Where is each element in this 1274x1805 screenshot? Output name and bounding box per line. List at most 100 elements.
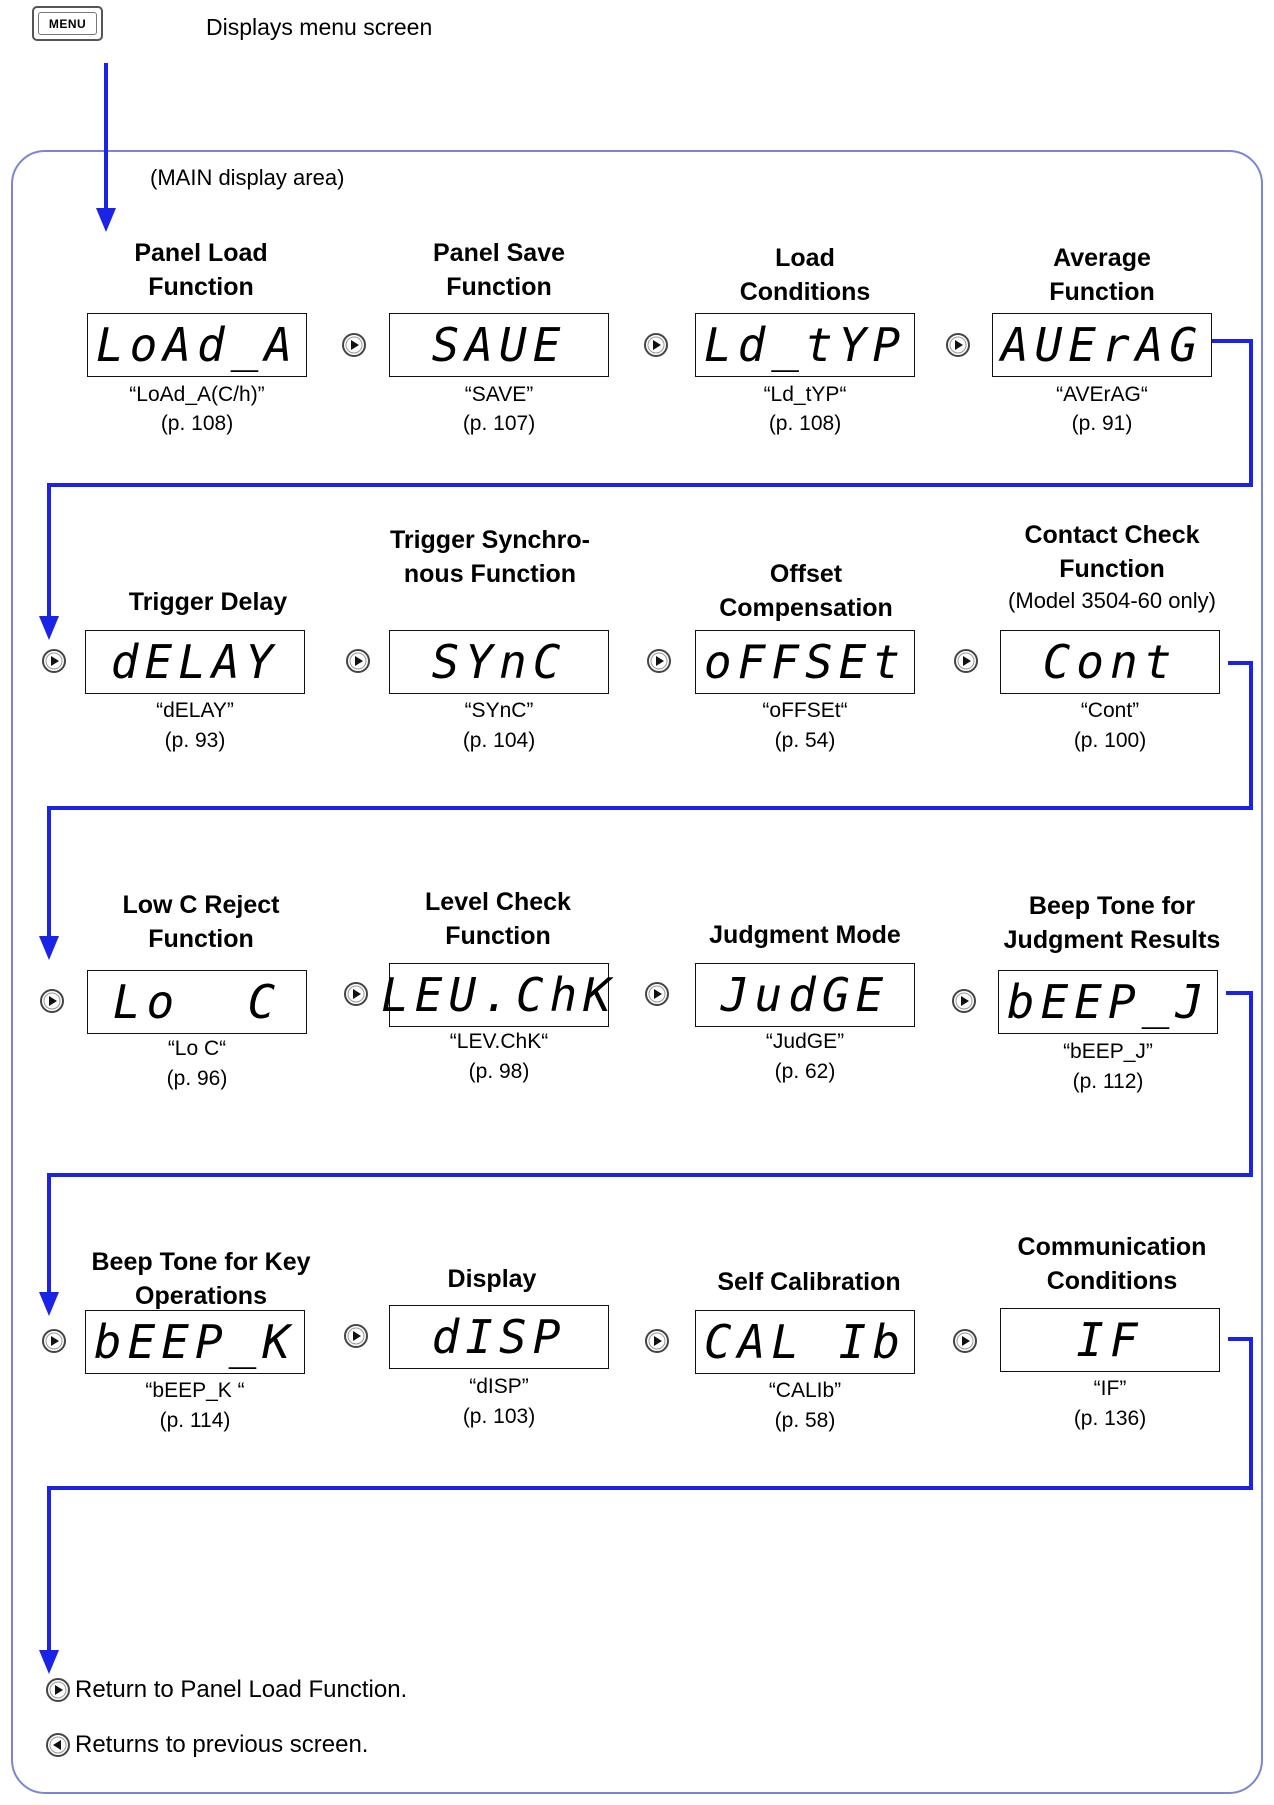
average-function-title: Average Function (962, 241, 1242, 309)
display-title: Display (352, 1262, 632, 1296)
lcd-display[interactable]: CAL Ib (695, 1310, 915, 1374)
offset-compensation-title: Offset Compensation (666, 557, 946, 625)
lcd-display[interactable]: LEU.ChK (381, 963, 617, 1027)
item-title-text: Beep Tone for Judgment Results (1003, 892, 1221, 954)
lcd-text: LEU.ChK (381, 968, 617, 1022)
item-code: “bEEP_J” (1063, 1040, 1153, 1063)
arrowhead-down (39, 616, 59, 640)
next-key-icon[interactable] (39, 988, 65, 1014)
item-page-ref: (p. 98) (468, 1060, 530, 1083)
arrowhead-down (39, 1650, 59, 1674)
next-key-icon[interactable] (345, 648, 371, 674)
next-key-icon[interactable] (341, 332, 367, 358)
item-code: “LoAd_A(C/h)” (129, 383, 265, 406)
next-key-icon[interactable] (41, 1328, 67, 1354)
panel-load-title: Panel Load Function (61, 236, 341, 304)
lcd-text: CAL Ib (703, 1315, 907, 1369)
item-title-text: Self Calibration (717, 1268, 901, 1296)
load-conditions-title: Load Conditions (665, 241, 945, 309)
lcd-display[interactable]: Cont (1000, 630, 1220, 694)
item-code: “SYnC” (464, 699, 534, 722)
lcd-text: bEEP_K (93, 1315, 297, 1369)
next-key-icon (46, 1678, 70, 1702)
item-title-text: Trigger Delay (128, 588, 288, 616)
menu-key[interactable]: MENU (32, 6, 103, 41)
item-code: “LEV.ChK“ (449, 1030, 549, 1053)
communication-conditions-title: Communication Conditions (972, 1230, 1252, 1298)
lcd-display[interactable]: LoAd_A (87, 313, 307, 377)
item-code: “JudGE” (765, 1030, 845, 1053)
next-key-icon[interactable] (945, 332, 971, 358)
lcd-display[interactable]: bEEP_K (85, 1310, 305, 1374)
item-code: “AVErAG“ (1056, 383, 1148, 406)
item-page-ref: (p. 114) (159, 1409, 231, 1432)
flow-row4-to-return (47, 1337, 1253, 1654)
item-code: “Lo C“ (167, 1037, 227, 1060)
item-title-text: Panel Save Function (432, 239, 566, 301)
menu-key-description: Displays menu screen (206, 14, 433, 40)
menu-key-label: MENU (38, 12, 97, 35)
item-code: “dISP” (469, 1375, 529, 1398)
legend-next-text: Return to Panel Load Function. (75, 1676, 408, 1703)
item-code: “dELAY” (156, 699, 234, 722)
item-title-text: Panel Load Function (134, 239, 268, 301)
item-page-ref: (p. 54) (774, 729, 836, 752)
trigger-sync-title: Trigger Synchro-nous Function (350, 523, 630, 591)
item-title-text: Display (447, 1265, 537, 1293)
lcd-text: oFFSEt (703, 635, 907, 689)
lcd-text: JudGE (720, 968, 890, 1022)
lcd-display[interactable]: bEEP_J (998, 970, 1218, 1034)
item-page-ref: (p. 107) (462, 412, 536, 435)
next-key-icon[interactable] (953, 648, 979, 674)
item-code: “Ld_tYP“ (763, 383, 847, 406)
item-title-text: Trigger Synchro-nous Function (389, 526, 591, 588)
panel-save-title: Panel Save Function (359, 236, 639, 304)
item-title-text: Low C Reject Function (122, 891, 280, 953)
item-title-text: Offset Compensation (719, 560, 893, 622)
next-key-icon[interactable] (646, 648, 672, 674)
item-code: “IF” (1093, 1377, 1127, 1400)
judgment-mode-title: Judgment Mode (665, 918, 945, 952)
next-key-icon[interactable] (644, 981, 670, 1007)
lcd-text: LoAd_A (95, 318, 299, 372)
trigger-delay-title: Trigger Delay (68, 585, 348, 619)
item-page-ref: (p. 100) (1073, 729, 1147, 752)
item-code: “SAVE” (464, 383, 534, 406)
arrowhead-down (39, 936, 59, 960)
lcd-display[interactable]: dELAY (85, 630, 305, 694)
lcd-text: Cont (1042, 635, 1178, 689)
lcd-display[interactable]: IF (1000, 1308, 1220, 1372)
next-key-icon[interactable] (952, 1328, 978, 1354)
lcd-text: bEEP_J (1006, 975, 1210, 1029)
lcd-display[interactable]: JudGE (695, 963, 915, 1027)
item-title-text: Contact Check Function (1024, 521, 1200, 583)
arrowhead-down (39, 1292, 59, 1316)
item-page-ref: (p. 112) (1072, 1070, 1144, 1093)
next-key-icon[interactable] (644, 1328, 670, 1354)
lcd-display[interactable]: SAUE (389, 313, 609, 377)
lcd-display[interactable]: Ld_tYP (695, 313, 915, 377)
next-key-icon[interactable] (41, 648, 67, 674)
lcd-display[interactable]: SYnC (389, 630, 609, 694)
item-page-ref: (p. 103) (462, 1405, 536, 1428)
next-key-icon[interactable] (643, 332, 669, 358)
item-code: “bEEP_K “ (145, 1379, 245, 1402)
beep-judgment-title: Beep Tone for Judgment Results (972, 889, 1252, 957)
legend-prev: Returns to previous screen. (45, 1731, 368, 1759)
item-model-note: (Model 3504-60 only) (1008, 588, 1216, 613)
lcd-display[interactable]: dISP (389, 1305, 609, 1369)
prev-key-icon (46, 1733, 70, 1757)
lcd-display[interactable]: AUErAG (992, 313, 1212, 377)
item-page-ref: (p. 136) (1073, 1407, 1147, 1430)
item-title-text: Load Conditions (739, 244, 871, 306)
lcd-text: SAUE (431, 318, 567, 372)
lcd-display[interactable]: Lo C (87, 970, 307, 1034)
lcd-display[interactable]: oFFSEt (695, 630, 915, 694)
lcd-text: dISP (431, 1310, 567, 1364)
next-key-icon[interactable] (343, 981, 369, 1007)
next-key-icon[interactable] (951, 988, 977, 1014)
item-title-text: Judgment Mode (709, 921, 901, 949)
lcd-text: Ld_tYP (703, 318, 907, 372)
next-key-icon[interactable] (343, 1323, 369, 1349)
